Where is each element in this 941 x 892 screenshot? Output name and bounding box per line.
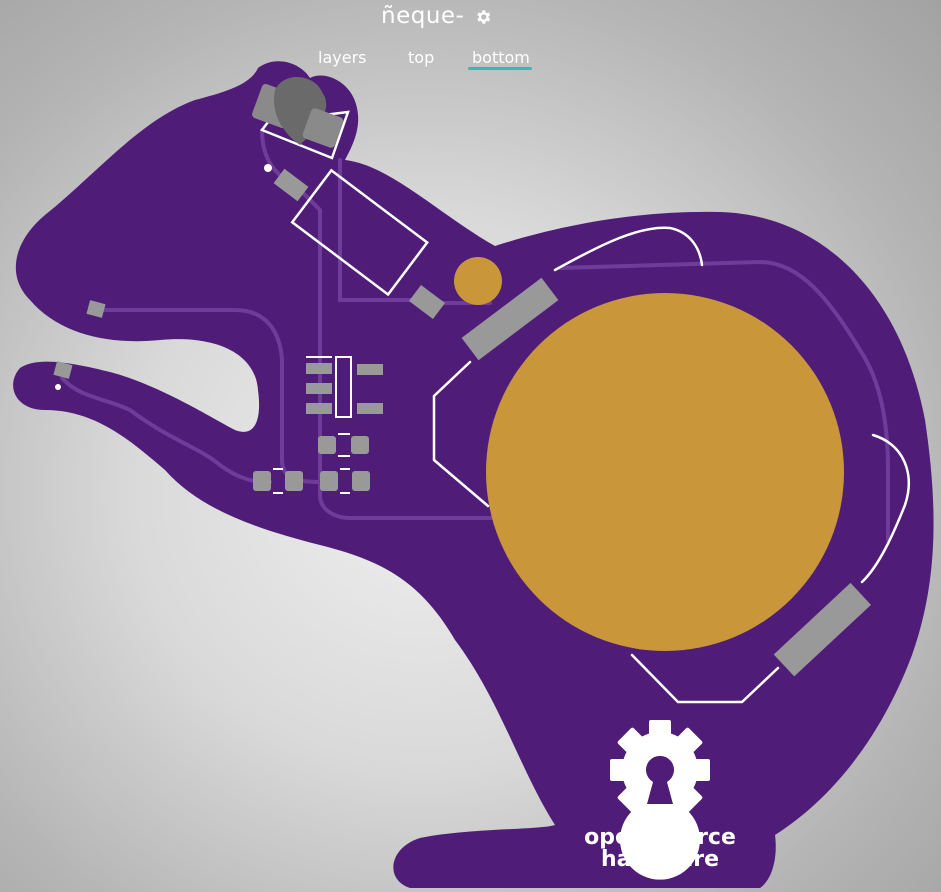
tab-top[interactable]: top (408, 48, 435, 67)
silkscreen-marks (273, 356, 352, 494)
header: ñeque- layers top bottom (0, 0, 941, 80)
active-tab-indicator (468, 67, 532, 70)
battery-pad (486, 293, 844, 651)
osh-text-line1: open source (584, 825, 736, 850)
smd-pads (53, 77, 871, 677)
osh-logo: open source hardware (584, 720, 736, 880)
round-pad (454, 257, 502, 305)
pin1-marker-small (55, 384, 61, 390)
tab-bottom[interactable]: bottom (472, 48, 530, 67)
open-source-hardware-gear-icon (610, 720, 710, 880)
gear-icon[interactable] (474, 8, 492, 26)
component-outline (290, 168, 429, 297)
board-outline (13, 61, 934, 888)
tab-layers[interactable]: layers (318, 48, 367, 67)
pin1-marker (264, 164, 272, 172)
osh-text-line2: hardware (601, 847, 719, 872)
battery-holder-silkscreen (432, 226, 910, 704)
page-title: ñeque- (381, 3, 465, 29)
